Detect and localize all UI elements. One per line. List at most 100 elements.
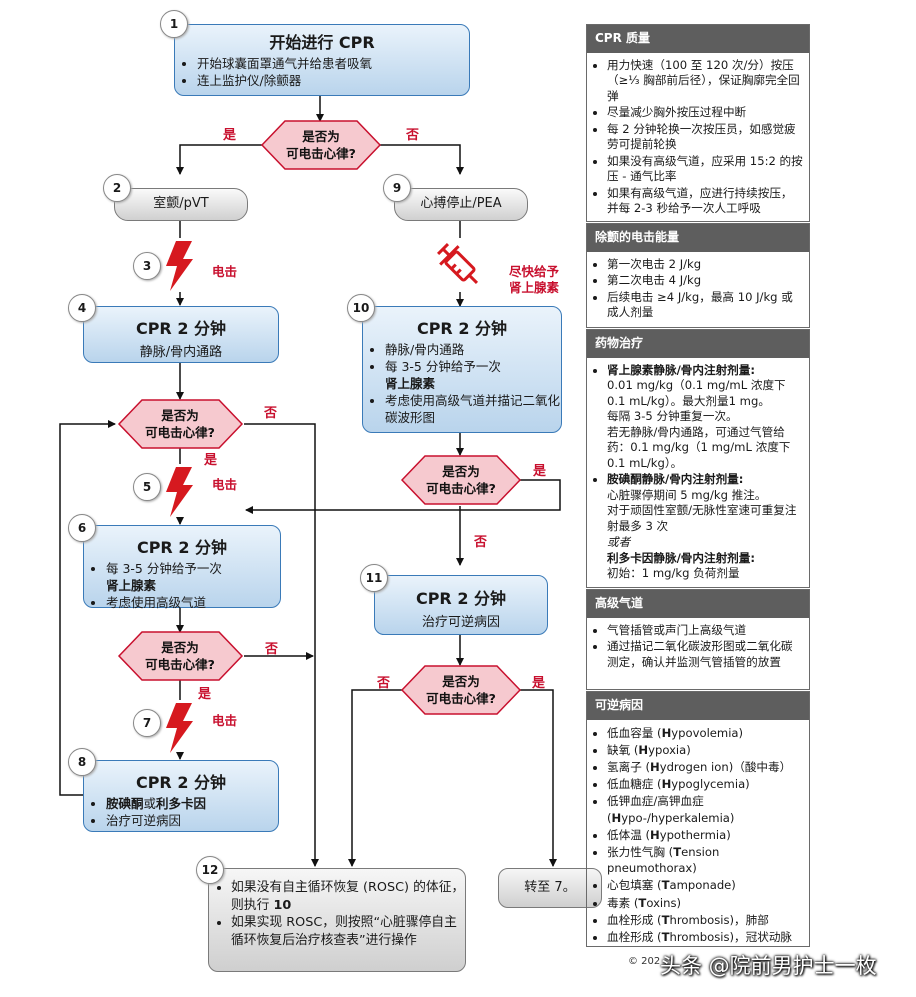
reversible-causes-panel: 可逆病因 低血容量 (Hypovolemia) 缺氧 (Hypoxia) 氢离子… xyxy=(586,691,810,947)
step-number-1: 1 xyxy=(160,10,188,38)
drug-heading: 肾上腺素静脉/骨内注射剂量: xyxy=(607,362,755,377)
step-2-vf-pvt: 室颤/pVT xyxy=(114,188,248,221)
step-1-item: 连上监护仪/除颤器 xyxy=(197,72,469,89)
panel-header: 高级气道 xyxy=(587,590,809,618)
step-4-sub: 静脉/骨内通路 xyxy=(139,345,223,360)
step-number-2: 2 xyxy=(103,174,131,202)
panel-item: 如果没有高级气道，应采用 15:2 的按压 - 通气比率 xyxy=(607,154,803,185)
drug-text: 对于顽固性室颤/无脉性室速可重复注射最多 3 次 xyxy=(607,503,797,533)
step-8-item: 治疗可逆病因 xyxy=(106,812,278,829)
step-number-6: 6 xyxy=(68,514,96,542)
watermark: 头条 @院前男护士一枚 xyxy=(660,954,877,978)
decision-diamond-1 xyxy=(260,120,382,170)
step-8-bold: 胺碘酮 xyxy=(106,796,144,811)
panel-header: 药物治疗 xyxy=(587,330,809,358)
decision-text-line: 是否为 xyxy=(161,640,199,655)
step-8-item: 胺碘酮或利多卡因 xyxy=(106,795,278,812)
shock-label-7: 电击 xyxy=(212,713,238,728)
drug-label-line: 肾上腺素 xyxy=(509,280,560,295)
step-12-rosc: 如果没有自主循环恢复 (ROSC) 的体征，则执行 10 如果实现 ROSC，则… xyxy=(208,868,466,972)
decision-text-line: 是否为 xyxy=(442,464,480,479)
panel-item: 如果有高级气道，应进行持续按压，并每 2-3 秒给予一次人工呼吸 xyxy=(607,186,803,217)
step-number-8: 8 xyxy=(68,748,96,776)
advanced-airway-panel: 高级气道 气管插管或声门上高级气道 通过描记二氧化碳波形图或二氧化碳测定，确认并… xyxy=(586,589,810,690)
copyright-text: © 202 xyxy=(628,956,661,967)
step-12-text: 如果没有自主循环恢复 (ROSC) 的体征，则执行 xyxy=(231,880,465,913)
drug-label-line: 尽快给予 xyxy=(509,264,560,279)
panel-item: 通过描记二氧化碳波形图或二氧化碳测定，确认并监测气管插管的放置 xyxy=(607,639,803,670)
decision-diamond-4 xyxy=(400,455,522,505)
shock-label-3: 电击 xyxy=(212,264,238,279)
panel-item: 第二次电击 4 J/kg xyxy=(607,273,803,289)
step-11-title: CPR 2 分钟 xyxy=(415,589,507,608)
panel-header: 除颤的电击能量 xyxy=(587,224,809,252)
decision-text-line: 可电击心律? xyxy=(426,691,496,706)
decision-1-yes: 是 xyxy=(223,128,237,143)
step-6-item: 考虑使用高级气道 xyxy=(106,594,280,611)
step-4-cpr: CPR 2 分钟 静脉/骨内通路 xyxy=(83,306,279,363)
decision-text-line: 是否为 xyxy=(442,674,480,689)
step-10-item-text: 每 3-5 分钟给予一次 xyxy=(385,359,501,374)
step-12-item: 如果实现 ROSC，则按照“心脏骤停自主循环恢复后治疗核查表”进行操作 xyxy=(231,914,465,949)
step-6-title: CPR 2 分钟 xyxy=(136,538,228,557)
step-12-item: 如果没有自主循环恢复 (ROSC) 的体征，则执行 10 xyxy=(231,879,465,914)
step-6-item-text: 每 3-5 分钟给予一次 xyxy=(106,561,222,576)
drug-text: 若无静脉/骨内通路，可通过气管给药：0.1 mg/kg（1 mg/mL 浓度下 … xyxy=(607,424,791,470)
panel-item: 气管插管或声门上高级气道 xyxy=(607,623,803,639)
decision-text-line: 可电击心律? xyxy=(286,146,356,161)
decision-2-yes: 是 xyxy=(204,453,218,468)
decision-2-no: 否 xyxy=(264,406,278,421)
decision-diamond-2 xyxy=(117,399,244,449)
step-number-4: 4 xyxy=(68,294,96,322)
drug-text: 0.01 mg/kg（0.1 mg/mL 浓度下 0.1 mL/kg）。最大剂量… xyxy=(607,378,786,408)
panel-item: 每 2 分钟轮换一次按压员，如感觉疲劳可提前轮换 xyxy=(607,122,803,153)
step-number-12: 12 xyxy=(196,856,224,884)
step-number-9: 9 xyxy=(383,174,411,202)
step-number-10: 10 xyxy=(347,294,375,322)
step-1-list: 开始球囊面罩通气并给患者吸氧 连上监护仪/除颤器 xyxy=(175,55,469,89)
drug-heading: 利多卡因静脉/骨内注射剂量: xyxy=(607,550,755,565)
step-12-list: 如果没有自主循环恢复 (ROSC) 的体征，则执行 10 如果实现 ROSC，则… xyxy=(209,879,465,949)
decision-diamond-3 xyxy=(117,631,244,681)
panel-item: 低钾血症/高钾血症 (Hypo-/hyperkalemia) xyxy=(607,793,803,825)
step-10-item-bold: 肾上腺素 xyxy=(385,376,436,391)
step-11-sub: 治疗可逆病因 xyxy=(421,615,500,630)
drug-text: 每隔 3-5 分钟重复一次。 xyxy=(607,409,738,423)
decision-4-no: 否 xyxy=(474,535,488,550)
step-9-asystole-pea: 心搏停止/PEA xyxy=(394,188,528,221)
panel-item: 氢离子 (Hydrogen ion)（酸中毒） xyxy=(607,759,803,775)
step-1-start-cpr: 开始进行 CPR 开始球囊面罩通气并给患者吸氧 连上监护仪/除颤器 xyxy=(174,24,470,96)
step-number-11: 11 xyxy=(360,564,388,592)
decision-text-line: 是否为 xyxy=(161,408,199,423)
decision-text-line: 是否为 xyxy=(302,129,340,144)
decision-5-no: 否 xyxy=(377,676,391,691)
panel-item: 毒素 (Toxins) xyxy=(607,895,803,911)
decision-3-yes: 是 xyxy=(198,687,212,702)
step-number-3: 3 xyxy=(133,252,161,280)
drug-text: 初始：1 mg/kg 负荷剂量 xyxy=(607,566,740,580)
step-10-item: 考虑使用高级气道并描记二氧化碳波形图 xyxy=(385,392,561,426)
cpr-quality-panel: CPR 质量 用力快速（100 至 120 次/分）按压（≥⅓ 胸部前后径），保… xyxy=(586,24,810,222)
panel-item: 缺氧 (Hypoxia) xyxy=(607,742,803,758)
panel-item: 低血容量 (Hypovolemia) xyxy=(607,725,803,741)
step-11-cpr: CPR 2 分钟 治疗可逆病因 xyxy=(374,575,548,635)
panel-header: CPR 质量 xyxy=(587,25,809,53)
drug-heading: 胺碘酮静脉/骨内注射剂量: xyxy=(607,472,744,486)
step-1-item: 开始球囊面罩通气并给患者吸氧 xyxy=(197,55,469,72)
decision-text-line: 可电击心律? xyxy=(426,481,496,496)
step-4-title: CPR 2 分钟 xyxy=(135,319,227,338)
panel-item: 第一次电击 2 J/kg xyxy=(607,257,803,273)
step-10-title: CPR 2 分钟 xyxy=(416,319,508,338)
panel-header: 可逆病因 xyxy=(587,692,809,720)
decision-5-text: 是否为 可电击心律? xyxy=(401,673,521,707)
decision-3-no: 否 xyxy=(265,642,279,657)
decision-text-line: 可电击心律? xyxy=(145,425,215,440)
step-8-title: CPR 2 分钟 xyxy=(135,773,227,792)
lightning-icon xyxy=(166,241,193,291)
panel-item: 用力快速（100 至 120 次/分）按压（≥⅓ 胸部前后径），保证胸廓完全回弹 xyxy=(607,58,803,105)
shock-energy-panel: 除颤的电击能量 第一次电击 2 J/kg 第二次电击 4 J/kg 后续电击 ≥… xyxy=(586,223,810,328)
